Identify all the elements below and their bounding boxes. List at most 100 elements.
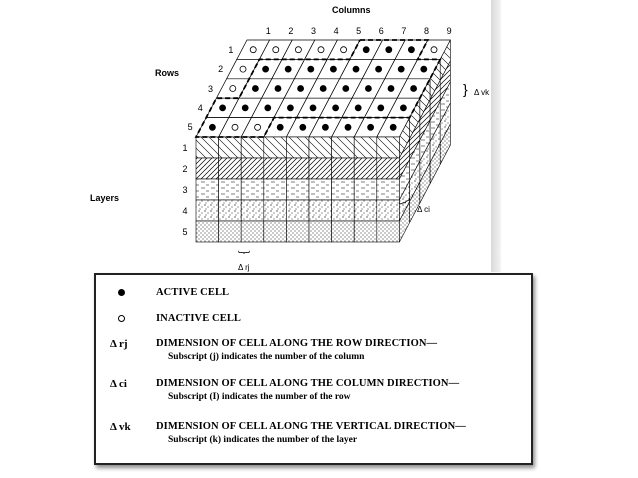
layer-cell-front — [376, 178, 400, 201]
layer-cell-front — [376, 136, 400, 159]
inactive-cell-marker — [340, 46, 348, 54]
layer-cell-front — [240, 220, 265, 243]
layer-number: 2 — [182, 163, 188, 174]
active-cell-marker — [276, 123, 284, 131]
legend-symbol: Δ rj — [110, 338, 128, 350]
active-cell-marker — [297, 85, 305, 92]
active-cell-marker — [219, 104, 227, 112]
layer-cell-front — [331, 157, 355, 180]
row-number: 5 — [187, 122, 193, 133]
active-cell-marker — [354, 104, 362, 112]
layer-number: 4 — [182, 205, 188, 216]
layer-cell-front — [263, 157, 287, 180]
active-cell-marker — [375, 65, 383, 73]
layer-cell-front — [308, 157, 332, 180]
slide-edge-shadow — [491, 0, 501, 272]
rj-brace: ︸ — [238, 250, 251, 264]
active-cell-marker — [362, 46, 370, 54]
delta-rj-label: Δ rj — [238, 263, 250, 272]
active-cell-marker — [387, 85, 395, 92]
active-cell-marker — [329, 65, 337, 73]
column-number: 8 — [423, 26, 429, 36]
layer-cell-front — [195, 136, 219, 159]
active-cell-marker — [399, 104, 407, 112]
column-number: 1 — [265, 26, 271, 36]
layer-cell-front — [240, 178, 265, 201]
active-cell-marker — [385, 46, 393, 54]
active-cell-marker — [389, 123, 397, 131]
active-cell-marker — [309, 104, 317, 112]
inactive-cell-marker — [229, 85, 237, 92]
active-cell-marker — [319, 85, 327, 92]
active-cell-marker — [262, 65, 270, 73]
layer-cell-front — [308, 178, 332, 201]
layer-cell-front — [218, 136, 242, 159]
active-cell-marker — [410, 85, 418, 92]
layer-cell-front — [353, 178, 378, 201]
delta-ci-label: Δ ci — [417, 205, 430, 214]
active-cell-marker — [274, 85, 282, 92]
active-cell-marker — [344, 123, 352, 131]
inactive-cell-marker — [294, 46, 302, 54]
layer-cell-front — [331, 199, 355, 222]
layer-cell-front — [308, 220, 332, 243]
layer-cell-front — [240, 136, 265, 159]
column-number: 5 — [356, 26, 362, 36]
layer-cell-front — [218, 157, 242, 180]
active-cell-marker — [420, 65, 428, 73]
legend-box: ACTIVE CELL INACTIVE CELL Δ rj DIMENSION… — [94, 273, 533, 465]
layers-label: Layers — [90, 193, 120, 203]
grid-front-face — [195, 136, 400, 243]
column-number: 4 — [333, 26, 339, 36]
active-cell-symbol — [118, 287, 125, 299]
column-number: 6 — [378, 26, 384, 36]
layer-number: 1 — [182, 142, 188, 153]
active-cell-marker — [299, 123, 307, 131]
legend-title: DIMENSION OF CELL ALONG THE ROW DIRECTIO… — [156, 338, 438, 349]
delta-vk-label: Δ vk — [474, 88, 490, 97]
legend-subtitle: Subscript (I) indicates the number of th… — [168, 392, 351, 402]
layer-cell-front — [353, 220, 378, 243]
layer-cell-front — [286, 136, 310, 159]
layer-cell-front — [195, 157, 219, 180]
layer-cell-front — [195, 220, 219, 243]
active-cell-marker — [307, 65, 315, 73]
inactive-cell-marker — [430, 46, 438, 54]
layer-cell-front — [240, 199, 265, 222]
column-number: 9 — [446, 26, 452, 36]
active-cell-marker — [284, 65, 292, 73]
active-region-dashed-outline — [194, 39, 442, 138]
inactive-cell-marker — [317, 46, 325, 54]
layer-cell-front — [263, 220, 287, 243]
legend-symbol: Δ vk — [110, 421, 131, 433]
active-cell-marker — [407, 46, 415, 54]
inactive-cell-marker — [239, 65, 247, 73]
active-cell-marker — [352, 65, 360, 73]
column-number: 2 — [288, 26, 294, 36]
layer-cell-front — [353, 199, 378, 222]
row-number: 1 — [228, 44, 234, 55]
active-area-boundary — [194, 39, 442, 138]
row-number: 3 — [207, 83, 213, 94]
active-cell-marker — [367, 123, 375, 131]
active-cell-marker — [264, 104, 272, 112]
layer-cell-front — [331, 220, 355, 243]
inactive-cell-symbol — [118, 313, 125, 325]
inactive-cell-marker — [254, 123, 262, 131]
active-cell-marker — [321, 123, 329, 131]
active-cell-marker — [397, 65, 405, 73]
layer-cell-front — [286, 220, 310, 243]
layer-cell-front — [240, 157, 265, 180]
legend-title: INACTIVE CELL — [156, 313, 242, 324]
active-cell-marker — [364, 85, 372, 92]
layer-cell-front — [308, 199, 332, 222]
grid-side-face — [399, 39, 451, 243]
row-number: 4 — [197, 102, 203, 113]
layer-cell-front — [195, 199, 219, 222]
layer-cell-front — [218, 199, 242, 222]
layer-cell-front — [376, 220, 400, 243]
active-cell-marker — [241, 104, 249, 112]
layer-cell-front — [263, 178, 287, 201]
layer-number: 3 — [182, 184, 188, 195]
